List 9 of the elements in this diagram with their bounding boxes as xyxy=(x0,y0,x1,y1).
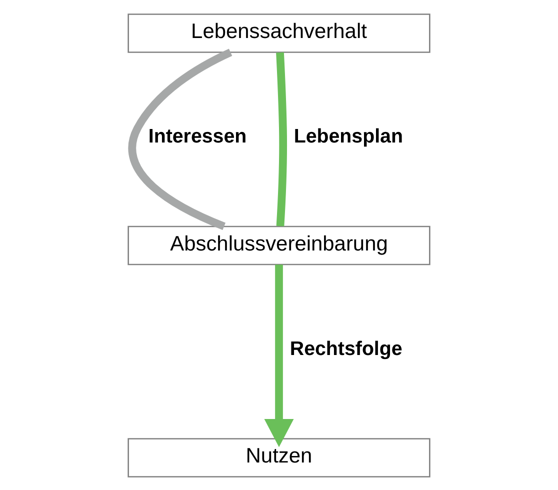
edge-label: Rechtsfolge xyxy=(290,337,402,360)
node-box: Abschlussvereinbarung xyxy=(128,225,430,265)
connector xyxy=(128,48,232,230)
node-box: Nutzen xyxy=(128,438,430,477)
edge-label: Lebensplan xyxy=(294,125,403,148)
connector xyxy=(276,52,287,226)
node-box: Lebenssachverhalt xyxy=(128,13,430,52)
edge-label: Interessen xyxy=(148,125,247,148)
arrow xyxy=(264,264,294,447)
